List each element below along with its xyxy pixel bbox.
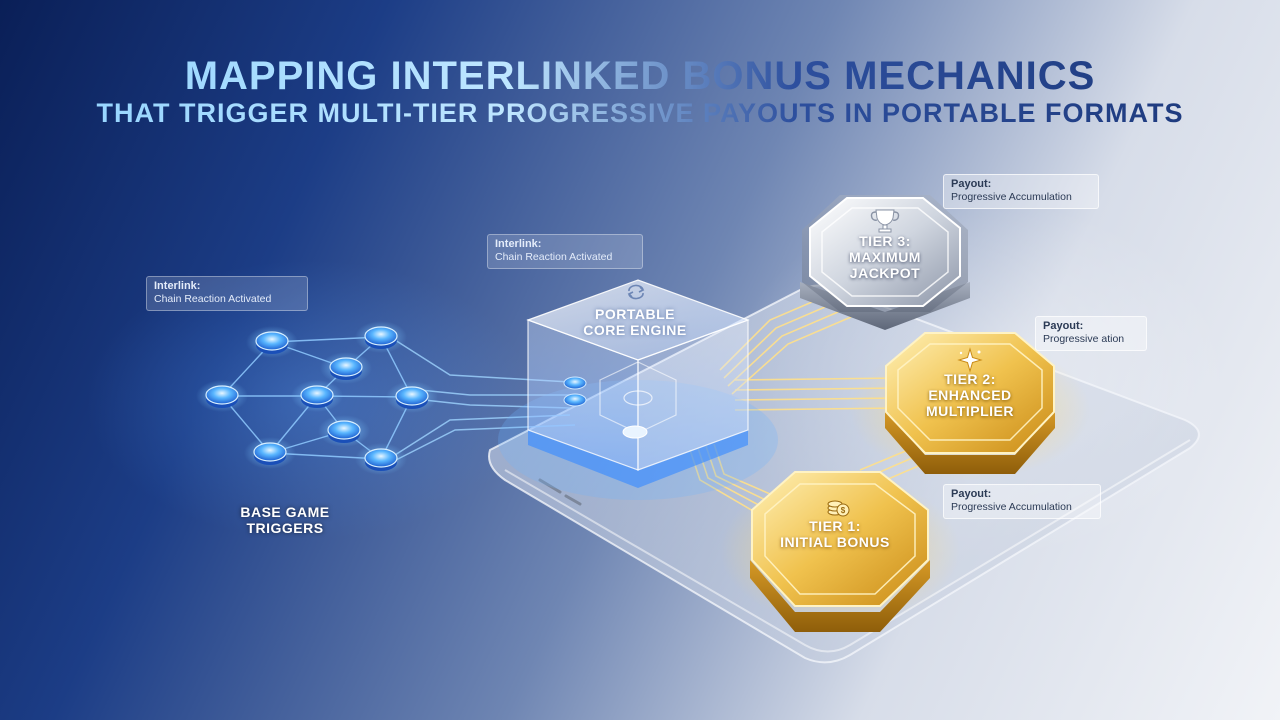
- svg-text:$: $: [841, 506, 846, 515]
- base-game-triggers-label: BASE GAME TRIGGERS: [230, 504, 340, 536]
- callout-title: Payout:: [951, 488, 992, 500]
- label-line: TIER 3:: [859, 233, 911, 249]
- label-line: MULTIPLIER: [926, 403, 1014, 419]
- page-title: MAPPING INTERLINKED BONUS MECHANICS: [0, 54, 1280, 99]
- trophy-icon: [870, 209, 900, 233]
- label-line: BASE GAME: [240, 504, 330, 520]
- sparkle-icon: [957, 347, 983, 373]
- network-node: [386, 381, 438, 413]
- core-engine-label: PORTABLE CORE ENGINE: [560, 306, 710, 338]
- callout-text: Progressive Accumulation: [951, 501, 1072, 513]
- coins-icon: $: [827, 500, 850, 517]
- callout-text: Progressive ation: [1043, 333, 1125, 345]
- network-node: [320, 352, 372, 384]
- callout-title: Payout:: [1043, 320, 1084, 332]
- callout-text: Progressive Accumulation: [951, 191, 1072, 203]
- page-subtitle: THAT TRIGGER MULTI-TIER PROGRESSIVE PAYO…: [0, 98, 1280, 129]
- tier1-label: TIER 1: INITIAL BONUS: [775, 518, 895, 550]
- tier3-hexagon: [800, 195, 970, 330]
- tier2-hexagon: [850, 332, 1090, 480]
- label-line: MAXIMUM: [849, 249, 921, 265]
- label-line: TIER 1:: [809, 518, 861, 534]
- label-line: PORTABLE: [595, 306, 675, 322]
- callout-title: Interlink:: [495, 238, 542, 250]
- sync-icon: [627, 284, 645, 300]
- callout-text: Chain Reaction Activated: [495, 251, 613, 263]
- network-node: [246, 326, 298, 358]
- payout-callout-tier3: Payout: Progressive Accumulation: [943, 174, 1099, 209]
- tier1-hexagon: [720, 471, 960, 632]
- network-node: [244, 437, 296, 469]
- callout-title: Interlink:: [154, 280, 201, 292]
- callout-text: Chain Reaction Activated: [154, 293, 272, 305]
- label-line: JACKPOT: [849, 265, 921, 281]
- network-node: [196, 380, 248, 412]
- label-line: TRIGGERS: [246, 520, 324, 536]
- payout-callout-tier1: Payout: Progressive Accumulation: [943, 484, 1101, 519]
- payout-callout-tier2: Payout: Progressive ation: [1035, 316, 1147, 351]
- label-line: ENHANCED: [928, 387, 1012, 403]
- network-nodes: [196, 321, 438, 475]
- interlink-callout-left: Interlink: Chain Reaction Activated: [146, 276, 308, 311]
- network-node: [318, 415, 370, 447]
- tier3-label: TIER 3: MAXIMUM JACKPOT: [825, 233, 945, 281]
- network-node: [355, 321, 407, 353]
- interlink-callout-center: Interlink: Chain Reaction Activated: [487, 234, 643, 269]
- label-line: INITIAL BONUS: [780, 534, 890, 550]
- callout-title: Payout:: [951, 178, 992, 190]
- label-line: CORE ENGINE: [583, 322, 687, 338]
- network-node: [355, 443, 407, 475]
- tier2-label: TIER 2: ENHANCED MULTIPLIER: [910, 371, 1030, 419]
- core-engine-cube: [498, 279, 778, 500]
- label-line: TIER 2:: [944, 371, 996, 387]
- network-node: [291, 380, 343, 412]
